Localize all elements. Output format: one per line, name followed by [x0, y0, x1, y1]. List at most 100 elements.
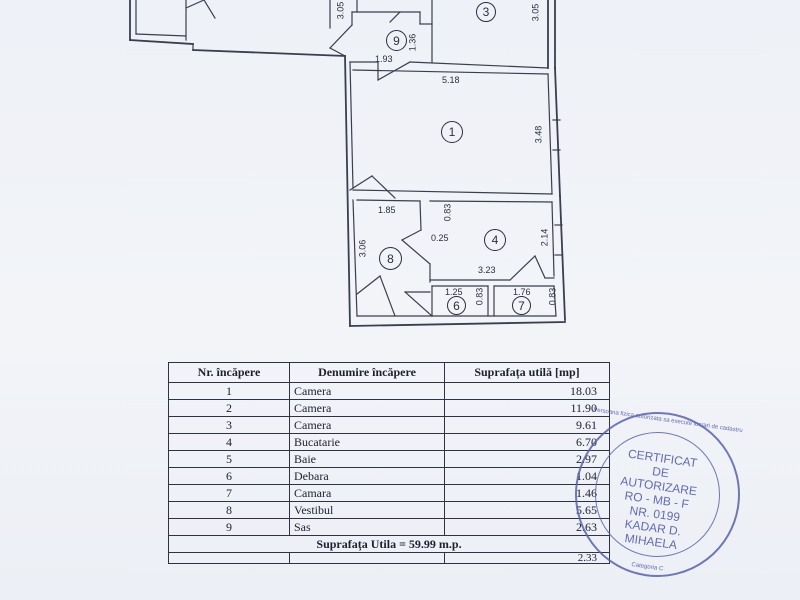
room-number-7: 7 [512, 296, 531, 315]
header-room-number: Nr. încăpere [168, 362, 290, 383]
wall [553, 285, 557, 317]
table-row: 3 Camera 9.61 [168, 416, 610, 434]
table-row: 7 Camara 1.46 [168, 484, 610, 502]
dimension-label: 1.93 [375, 54, 393, 64]
total-row: Suprafața Utila = 59.99 m.p. [168, 535, 610, 553]
header-room-name: Denumire încăpere [289, 362, 445, 383]
door-swing [203, 0, 216, 19]
door-swing [509, 255, 536, 281]
room-area-cell: 9.61 [444, 416, 610, 434]
wall [129, 39, 194, 45]
stamp-ring-text: Persoana fizica autorizata sa execute lu… [592, 407, 743, 435]
room-name-cell: Camara [289, 484, 445, 502]
dimension-label: 1.85 [378, 205, 396, 215]
wall [409, 61, 549, 69]
door-swing [185, 0, 205, 9]
table-row: 4 Bucatarie 6.70 [168, 433, 610, 451]
dimension-label: 5.18 [442, 75, 460, 85]
wall [356, 199, 421, 202]
cut-value-cell: 2.33 [444, 552, 610, 564]
table-row: 1 Camera 18.03 [168, 382, 610, 400]
dimension-label: 2.14 [539, 228, 550, 247]
wall [344, 55, 351, 327]
room-number-cell: 4 [168, 433, 290, 451]
dimension-label: 1.25 [445, 287, 463, 297]
room-name-cell: Camera [289, 382, 445, 400]
wall [554, 67, 561, 197]
dimension-label: 1.36 [407, 33, 418, 52]
room-number-cell: 3 [168, 416, 290, 434]
room-number-cell: 7 [168, 484, 290, 502]
table-row: 9 Sas 2.63 [168, 518, 610, 536]
door-swing [401, 229, 422, 241]
door-swing [404, 291, 433, 317]
room-number-cell: 6 [168, 467, 290, 485]
table-row: 6 Debara 1.04 [168, 467, 610, 485]
room-name-cell: Bucatarie [289, 433, 445, 451]
total-usable-area: Suprafața Utila = 59.99 m.p. [168, 535, 610, 553]
dimension-label: 0.83 [474, 287, 485, 306]
dimension-label: 3.23 [478, 265, 496, 275]
floor-plan [129, 0, 566, 327]
wall [547, 73, 553, 195]
room-number-cell: 2 [168, 399, 290, 417]
wall [352, 189, 553, 195]
room-number-1: 1 [441, 121, 463, 143]
dimension-label: 3.05 [335, 1, 346, 20]
dimension-label: 3.05 [530, 3, 541, 22]
door-swing [379, 275, 396, 317]
wall [551, 201, 555, 277]
dimension-label: 3.48 [533, 125, 544, 144]
cut-cell [289, 552, 445, 564]
room-area-cell: 2.63 [444, 518, 610, 536]
cut-cell [168, 552, 290, 564]
stamp-ring-text-bottom: Categoria C [631, 562, 664, 573]
door-swing [371, 175, 396, 199]
room-name-cell: Camera [289, 399, 445, 417]
dimension-label: 0.83 [442, 203, 453, 222]
room-area-cell: 11.90 [444, 399, 610, 417]
room-number-9: 9 [386, 30, 407, 51]
wall [352, 69, 549, 75]
table-row-cut-off: 2.33 [168, 552, 610, 564]
room-number-4: 4 [484, 229, 506, 251]
dimension-label: 1.76 [513, 287, 531, 297]
wall [559, 195, 566, 321]
dimension-label: 0.25 [431, 233, 449, 243]
room-number-cell: 1 [168, 382, 290, 400]
room-number-8: 8 [379, 247, 402, 270]
room-name-cell: Sas [289, 518, 445, 536]
table-row: 2 Camera 11.90 [168, 399, 610, 417]
door-swing [534, 255, 546, 279]
wall [429, 200, 553, 203]
door-swing [356, 275, 381, 295]
door-swing [329, 24, 353, 49]
table-row: 8 Vestibul 5.65 [168, 501, 610, 519]
header-usable-area: Suprafața utilă [mp] [444, 362, 610, 383]
room-name-cell: Baie [289, 450, 445, 468]
room-area-cell: 5.65 [444, 501, 610, 519]
room-area-cell: 18.03 [444, 382, 610, 400]
room-name-cell: Debara [289, 467, 445, 485]
room-name-cell: Camera [289, 416, 445, 434]
room-area-table: Nr. încăpere Denumire încăpere Suprafața… [168, 362, 610, 564]
dimension-label: 3.06 [357, 239, 368, 258]
room-number-3: 3 [476, 2, 496, 22]
room-number-cell: 8 [168, 501, 290, 519]
wall [349, 61, 354, 189]
door-swing [329, 47, 346, 57]
room-number-6: 6 [447, 296, 466, 315]
room-number-cell: 9 [168, 518, 290, 536]
door-swing [401, 239, 431, 265]
door-swing [389, 11, 401, 23]
room-number-cell: 5 [168, 450, 290, 468]
dimension-label: 0.83 [547, 287, 558, 306]
wall [419, 200, 422, 231]
wall [192, 49, 346, 57]
room-name-cell: Vestibul [289, 501, 445, 519]
table-row: 5 Baie 2.97 [168, 450, 610, 468]
wall [352, 199, 358, 317]
wall [135, 33, 187, 37]
door-swing [349, 175, 373, 191]
